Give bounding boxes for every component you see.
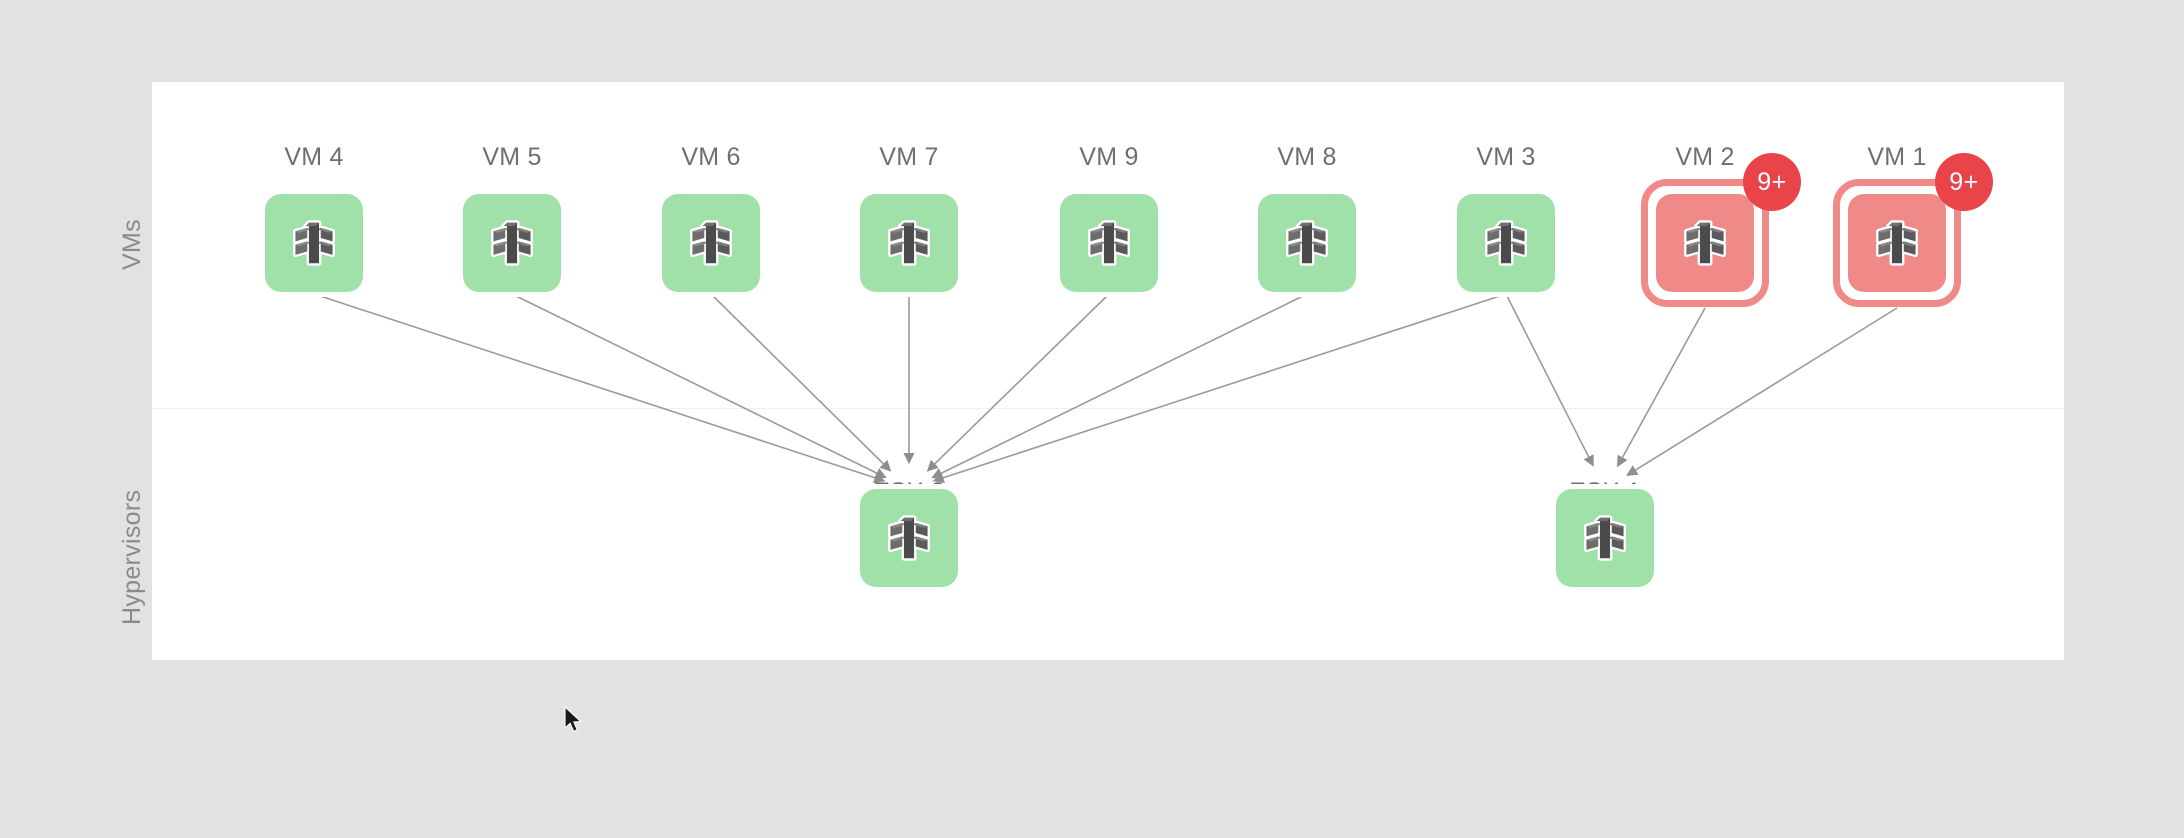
node-label-vm9: VM 9 bbox=[1079, 143, 1139, 171]
alert-badge-vm1[interactable]: 9+ bbox=[1935, 153, 1993, 211]
node-label-vm3: VM 3 bbox=[1476, 143, 1536, 171]
node-label-vm7: VM 7 bbox=[879, 143, 939, 171]
node-box-vm2[interactable] bbox=[1656, 194, 1754, 292]
node-box-vm1[interactable] bbox=[1848, 194, 1946, 292]
node-box-vm6[interactable] bbox=[662, 194, 760, 292]
server-icon bbox=[1684, 220, 1726, 266]
node-box-vm4[interactable] bbox=[265, 194, 363, 292]
server-icon bbox=[1088, 220, 1130, 266]
node-label-vm4: VM 4 bbox=[284, 143, 344, 171]
node-label-vm1: VM 1 bbox=[1867, 143, 1927, 171]
node-label-vm8: VM 8 bbox=[1277, 143, 1337, 171]
server-icon bbox=[888, 515, 930, 561]
node-box-esx2[interactable] bbox=[860, 489, 958, 587]
server-icon bbox=[1286, 220, 1328, 266]
node-label-vm6: VM 6 bbox=[681, 143, 741, 171]
node-box-vm3[interactable] bbox=[1457, 194, 1555, 292]
mouse-cursor bbox=[564, 706, 583, 733]
node-box-vm7[interactable] bbox=[860, 194, 958, 292]
node-label-vm5: VM 5 bbox=[482, 143, 542, 171]
node-box-vm9[interactable] bbox=[1060, 194, 1158, 292]
lane-label-hypervisors: Hypervisors bbox=[118, 489, 146, 625]
node-box-esx1[interactable] bbox=[1556, 489, 1654, 587]
server-icon bbox=[293, 220, 335, 266]
server-icon bbox=[491, 220, 533, 266]
server-icon bbox=[888, 220, 930, 266]
node-box-vm8[interactable] bbox=[1258, 194, 1356, 292]
server-icon bbox=[1876, 220, 1918, 266]
server-icon bbox=[1584, 515, 1626, 561]
server-icon bbox=[1485, 220, 1527, 266]
node-box-vm5[interactable] bbox=[463, 194, 561, 292]
lane-label-vms: VMs bbox=[118, 219, 146, 270]
lane-divider bbox=[152, 408, 2064, 409]
alert-badge-vm2[interactable]: 9+ bbox=[1743, 153, 1801, 211]
server-icon bbox=[690, 220, 732, 266]
node-label-vm2: VM 2 bbox=[1675, 143, 1735, 171]
